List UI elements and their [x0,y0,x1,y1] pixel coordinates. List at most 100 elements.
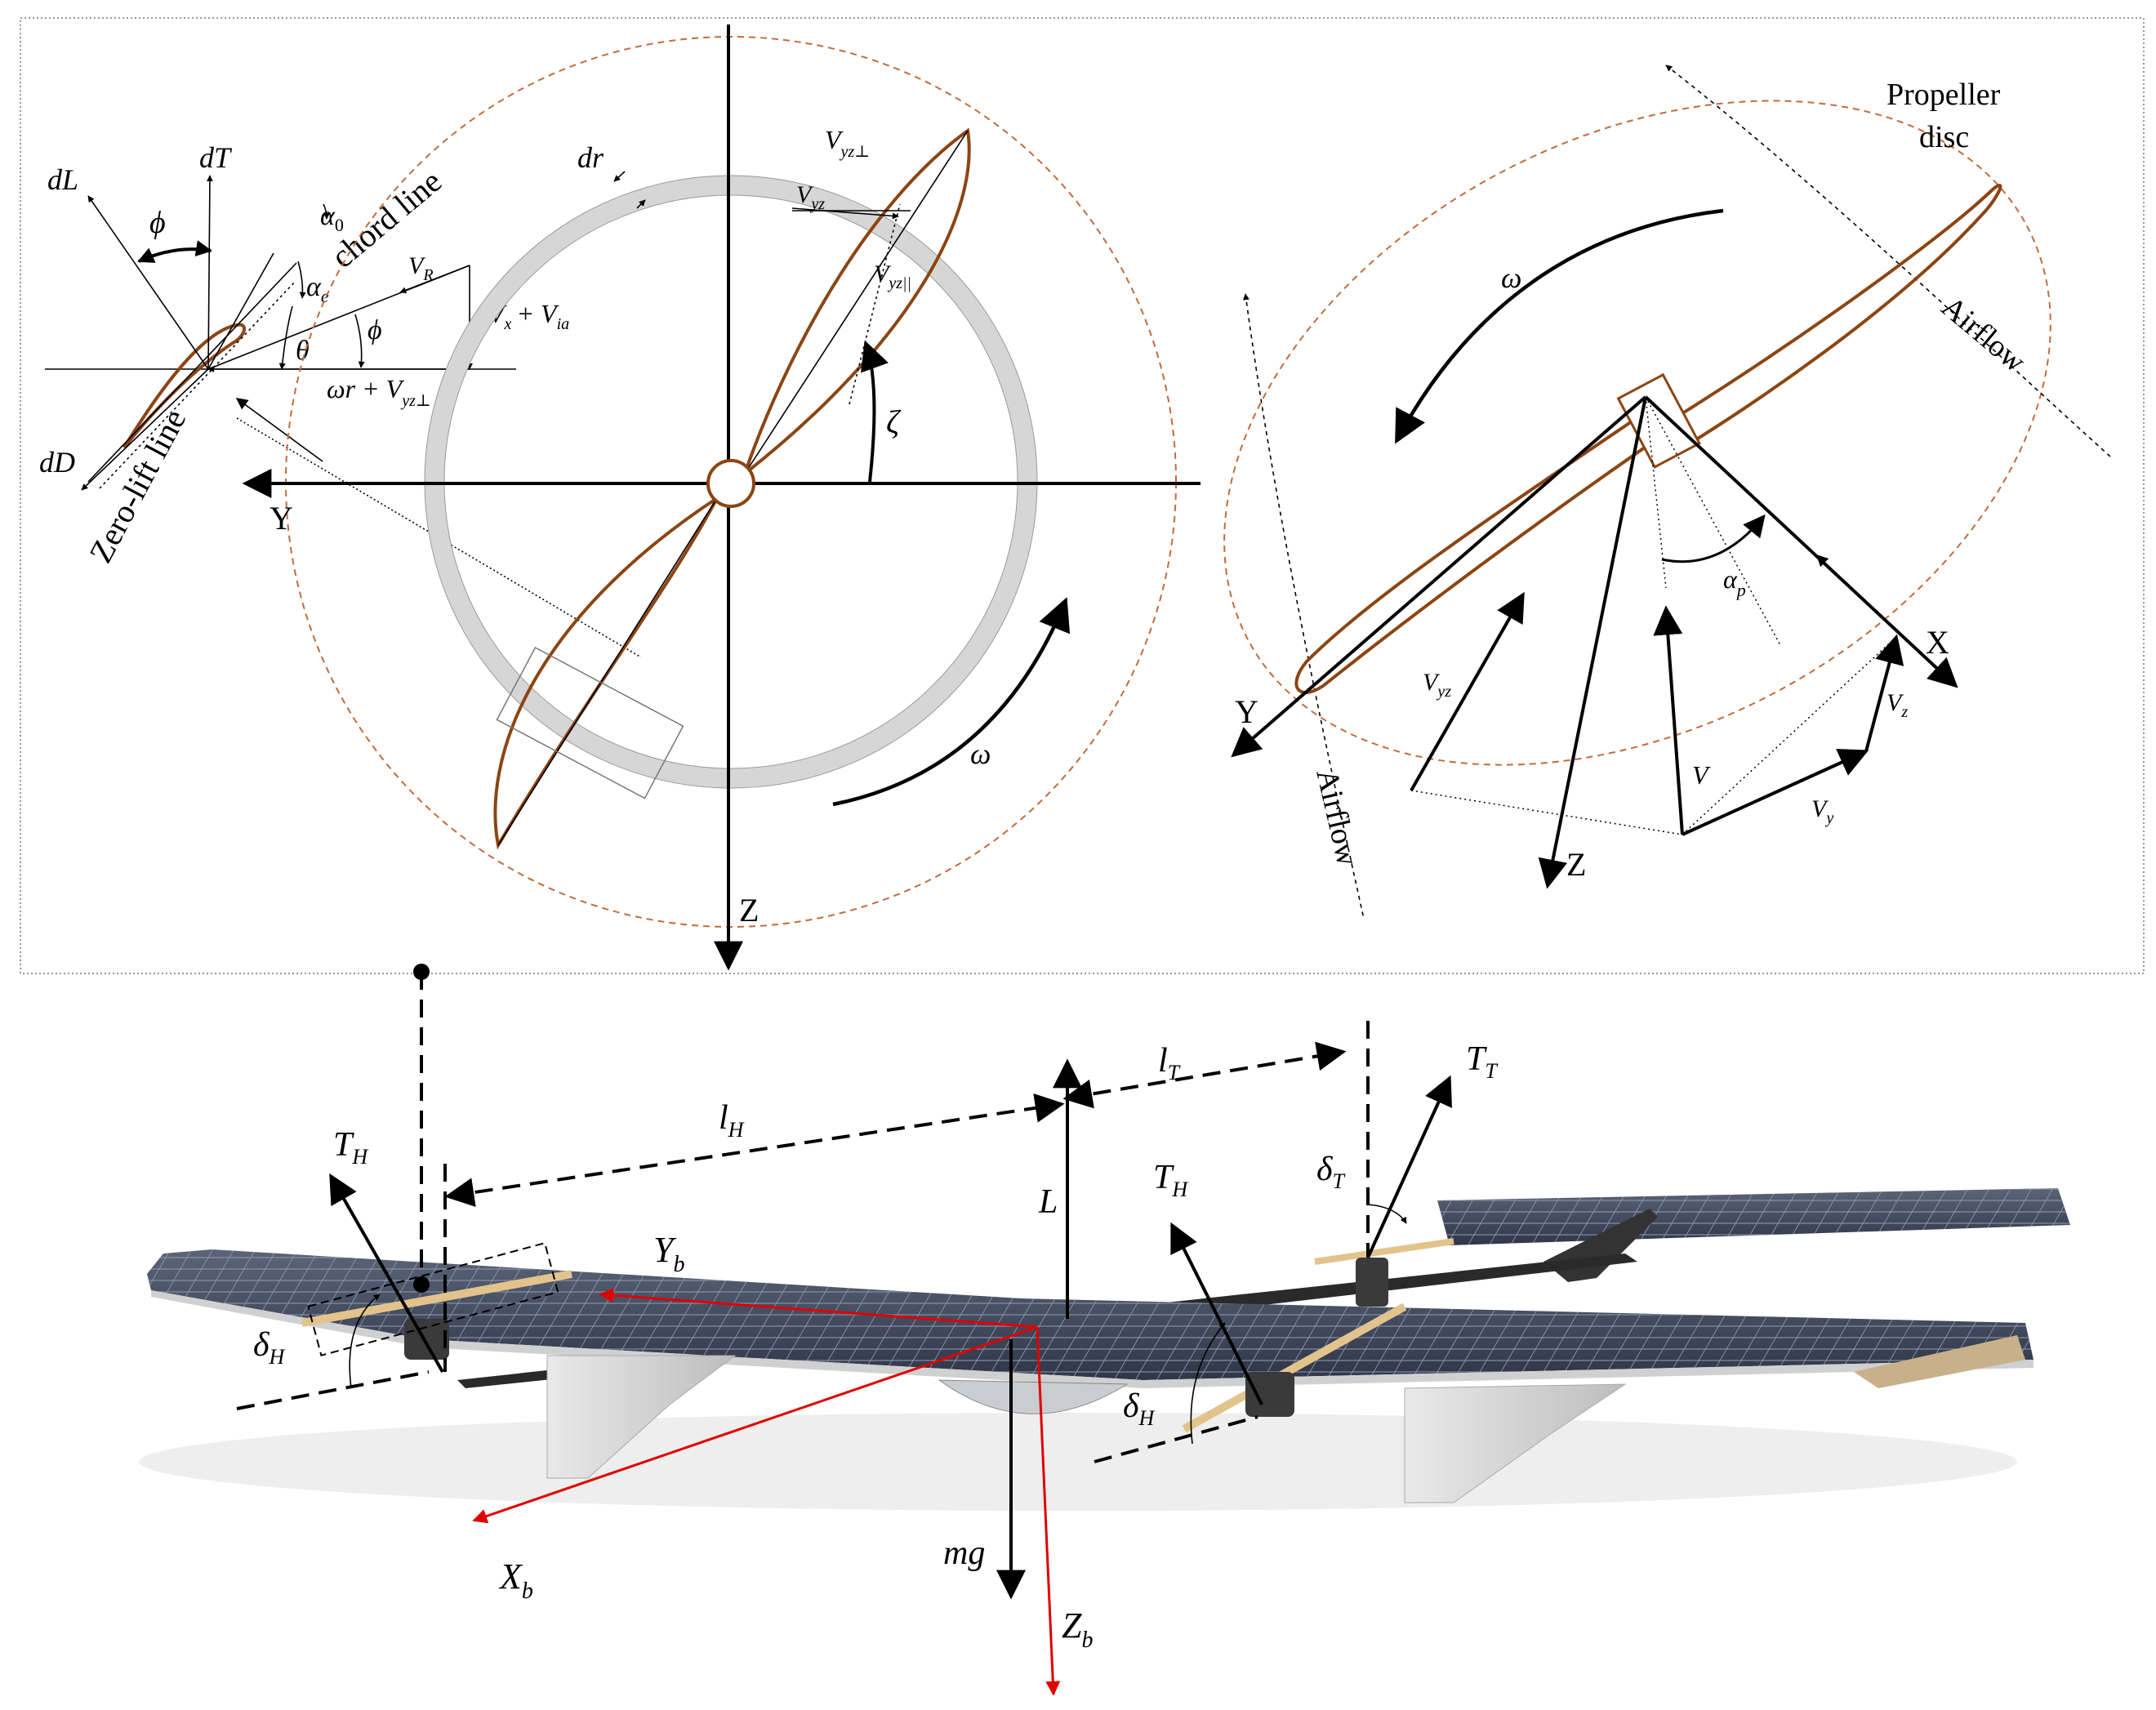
Yb-label: Yb [653,1230,684,1277]
hub [706,459,755,508]
ground-shadow [139,1413,2017,1511]
oblique-omega-arrow [1395,208,1724,444]
aircraft-panel: lT lH TT TH TH L δT δH δH Yb Xb Zb mg [139,964,2070,1696]
zoom-leader-line [236,417,642,658]
right-baseline-dashed [1094,1415,1258,1463]
alpha-p-arc [1661,514,1766,563]
V-label: V [1692,760,1711,790]
left-float [546,1355,737,1479]
V-diagonal-dotted [1682,636,1897,835]
Yb-axis [599,1288,1038,1329]
lT-label: lT [1158,1042,1181,1084]
left-motor [404,1319,449,1360]
right-motor [1245,1372,1294,1417]
Y-axis-label: Y [270,500,293,537]
airflow-label-left: Airflow [1309,766,1365,870]
L-label: L [1038,1183,1058,1221]
chord-extension [207,252,274,370]
left-propeller-box [307,1241,559,1356]
Vyz-perp-label: Vyz⊥ [825,125,870,161]
Vy-label: Vy [1811,795,1833,827]
mg-label: mg [943,1534,985,1572]
Y-axis-oblique-label: Y [1235,693,1258,730]
phi-arc [137,240,212,263]
dD-label: dD [39,446,75,479]
Vyz-oblique-label: Vyz [1423,669,1451,701]
Xb-axis [472,1325,1038,1524]
lH-label: lH [719,1099,745,1142]
propeller-disc-ellipse [1223,100,2051,766]
dr-label: dr [577,141,604,174]
right-propeller-blade [1182,1303,1407,1433]
deltaT-arc [1367,1204,1407,1224]
TT-label: TT [1466,1040,1498,1083]
Vyz-label: Vyz [796,181,825,213]
Vyz-base-dotted [1410,790,1683,835]
tail-wing-cells [1437,1188,2070,1245]
dr-arrow-out [636,199,646,209]
TH-right-arrow [1170,1222,1263,1405]
oblique-upper-blade [1655,183,2002,456]
TT-arrow [1366,1075,1452,1258]
theta-arc [278,305,293,370]
zeta-label: ζ [886,403,902,440]
tail-propeller-blade [1314,1238,1454,1265]
theta-label: θ [296,336,310,366]
dr-arrow-in [613,171,626,182]
zeta-arc [861,340,889,483]
X-axis-mid-arrow [1815,554,1834,572]
dT-arrow [206,175,213,370]
omega-r-label: ωr + Vyz⊥ [327,374,431,410]
phi2-label: ϕ [368,315,382,345]
alpha0-label: α0 [320,201,344,235]
deltaH-right-arc [1190,1322,1226,1445]
alphae-arc [297,261,306,299]
oblique-view-panel: Propeller disc ω Airflow Airflow αp X Y … [1223,65,2112,920]
zero-lift-line [87,262,297,483]
Y-axis-oblique [1231,395,1647,758]
Vyz-par-line [849,203,901,405]
V-arrow [1653,605,1684,835]
dT-label: dT [199,141,233,174]
airflow-line-left [1242,293,1365,920]
tail-motor [1356,1258,1388,1307]
oblique-hub [1616,372,1701,469]
Zb-axis [1036,1326,1061,1696]
omega-rotation-arrow [832,597,1071,807]
airflow-line-right [1665,65,2112,458]
zero-lift-dotted [99,280,296,489]
alpha-p-dotted [1645,396,1781,646]
Vyz-perp-arrow [791,207,899,220]
zoom-arrow [235,398,323,462]
X-axis [1644,395,1958,688]
Vz-label: Vz [1886,689,1908,721]
alpha-p-label: αp [1723,564,1746,600]
lower-blade-chord [497,497,718,846]
Z-axis-label: Z [739,892,759,928]
Vz-arrow [1864,634,1904,752]
airfoil-panel: dL dT ϕ α0 αe chord line VR θ ϕ Vx+ Via … [39,141,642,658]
Vyz-arrow [1410,591,1525,791]
top-panel-frame [20,17,2145,974]
VR-label: VR [408,252,434,284]
right-float [1404,1383,1627,1503]
deltaH-left-label: δH [253,1326,286,1369]
center-pod [938,1379,1129,1414]
dL-arrow [87,195,209,370]
front-view-panel: dr Vyz⊥ Vyz Vyz|| ζ Y Z ω [242,24,1200,971]
Zb-label: Zb [1062,1605,1093,1653]
Z-axis-oblique [1538,396,1647,889]
upper-blade-chord [744,130,969,474]
omega-label: ω [970,737,991,770]
phi-arc-2 [354,314,365,368]
left-baseline-dashed [236,1370,430,1410]
deltaH-right-label: δH [1123,1387,1156,1430]
main-wing-cells [147,1249,2034,1380]
Vyz-par-label: Vyz|| [874,261,911,292]
lT-dimension [1062,1041,1347,1109]
Xb-label: Xb [498,1556,533,1604]
oblique-omega-label: ω [1501,261,1521,294]
zoom-connector-dot-bottom [413,1276,430,1293]
deltaH-left-arc [349,1294,381,1389]
